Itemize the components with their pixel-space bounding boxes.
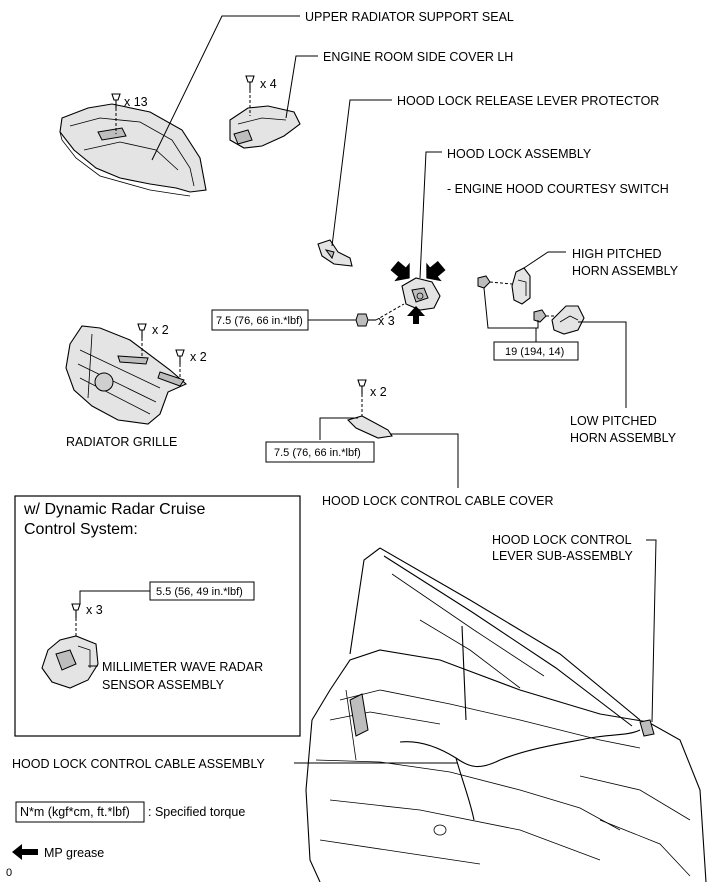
millimeter-wave-radar-sensor-assembly	[41, 635, 99, 689]
mp-grease-label: MP grease	[44, 846, 104, 860]
inset-title-line2: Control System:	[24, 521, 138, 538]
torque-legend-units: N*m (kgf*cm, ft.*lbf)	[20, 805, 130, 819]
engine-room-side-cover-lh-label: ENGINE ROOM SIDE COVER LH	[323, 50, 513, 64]
radar-sensor-label-line1: MILLIMETER WAVE RADAR	[102, 660, 263, 674]
grease-arrow-icon	[426, 260, 446, 282]
radar-bolt-icon	[71, 603, 81, 618]
horn-torque-value: 19 (194, 14)	[505, 346, 564, 358]
cable-cover-bolt-qty: x 2	[370, 385, 387, 399]
inset-title-line1: w/ Dynamic Radar Cruise	[23, 501, 205, 518]
side-cover-clip-qty: x 4	[260, 77, 277, 91]
horn-torque-box	[493, 341, 579, 361]
grille-clip-icon	[175, 349, 185, 364]
mp-grease-arrow-icon	[12, 844, 38, 860]
cable-cover-torque-value: 7.5 (76, 66 in.*lbf)	[274, 447, 361, 459]
low-pitched-horn-assembly	[551, 305, 585, 335]
high-pitched-horn-label-line1: HIGH PITCHED	[572, 247, 662, 261]
hood-lock-control-cable-assembly-label: HOOD LOCK CONTROL CABLE ASSEMBLY	[12, 757, 266, 771]
grille-clip-icon	[137, 323, 147, 338]
radar-torque-value: 5.5 (56, 49 in.*lbf)	[156, 586, 243, 598]
hood-lock-control-cable-cover-label: HOOD LOCK CONTROL CABLE COVER	[322, 494, 554, 508]
seal-clip-qty: x 13	[124, 95, 148, 109]
low-pitched-horn-label-line2: HORN ASSEMBLY	[570, 431, 677, 445]
upper-radiator-support-seal	[59, 103, 207, 197]
radar-bolt-qty: x 3	[86, 603, 103, 617]
engine-room-side-cover-lh	[229, 105, 301, 149]
hood-lock-release-lever-protector	[317, 239, 353, 267]
hood-lock-control-lever-label-line1: HOOD LOCK CONTROL	[492, 533, 632, 547]
radar-sensor-label-line2: SENSOR ASSEMBLY	[102, 678, 225, 692]
hood-lock-control-lever-label-line2: LEVER SUB-ASSEMBLY	[492, 549, 633, 563]
vehicle-front-hood-open	[305, 547, 707, 882]
seal-clip-icon	[111, 93, 121, 108]
upper-radiator-support-seal-label: UPPER RADIATOR SUPPORT SEAL	[305, 10, 514, 24]
radar-inset-frame	[14, 495, 301, 737]
grease-arrow-icon	[407, 306, 425, 324]
cable-cover-bolt-icon	[357, 379, 367, 394]
low-pitched-horn-label-line1: LOW PITCHED	[570, 414, 657, 428]
corner-mark: 0	[6, 867, 12, 879]
torque-legend-box	[15, 801, 145, 823]
high-pitched-horn-assembly	[511, 267, 531, 305]
hood-lock-assembly-label: HOOD LOCK ASSEMBLY	[447, 147, 592, 161]
grille-clip-qty-b: x 2	[190, 350, 207, 364]
hood-lock-bolt-qty: x 3	[378, 314, 395, 328]
horn-bolt-icon	[477, 275, 491, 289]
horn-bolt-icon	[533, 309, 547, 323]
grille-clip-qty-a: x 2	[152, 323, 169, 337]
hood-lock-assembly	[401, 277, 441, 311]
side-cover-clip-icon	[245, 75, 255, 90]
bolt-icon	[355, 313, 376, 327]
engine-hood-courtesy-switch-label: - ENGINE HOOD COURTESY SWITCH	[447, 182, 669, 196]
hood-lock-control-cable-cover	[346, 415, 393, 439]
grease-arrow-icon	[390, 260, 410, 282]
hood-lock-release-lever-protector-label: HOOD LOCK RELEASE LEVER PROTECTOR	[397, 94, 659, 108]
radiator-grille-label: RADIATOR GRILLE	[66, 435, 177, 449]
hood-lock-torque-value: 7.5 (76, 66 in.*lbf)	[216, 315, 303, 327]
radiator-grille	[65, 325, 188, 425]
torque-legend-description: : Specified torque	[148, 805, 245, 819]
cable-cover-torque-box	[265, 441, 375, 463]
high-pitched-horn-label-line2: HORN ASSEMBLY	[572, 264, 679, 278]
